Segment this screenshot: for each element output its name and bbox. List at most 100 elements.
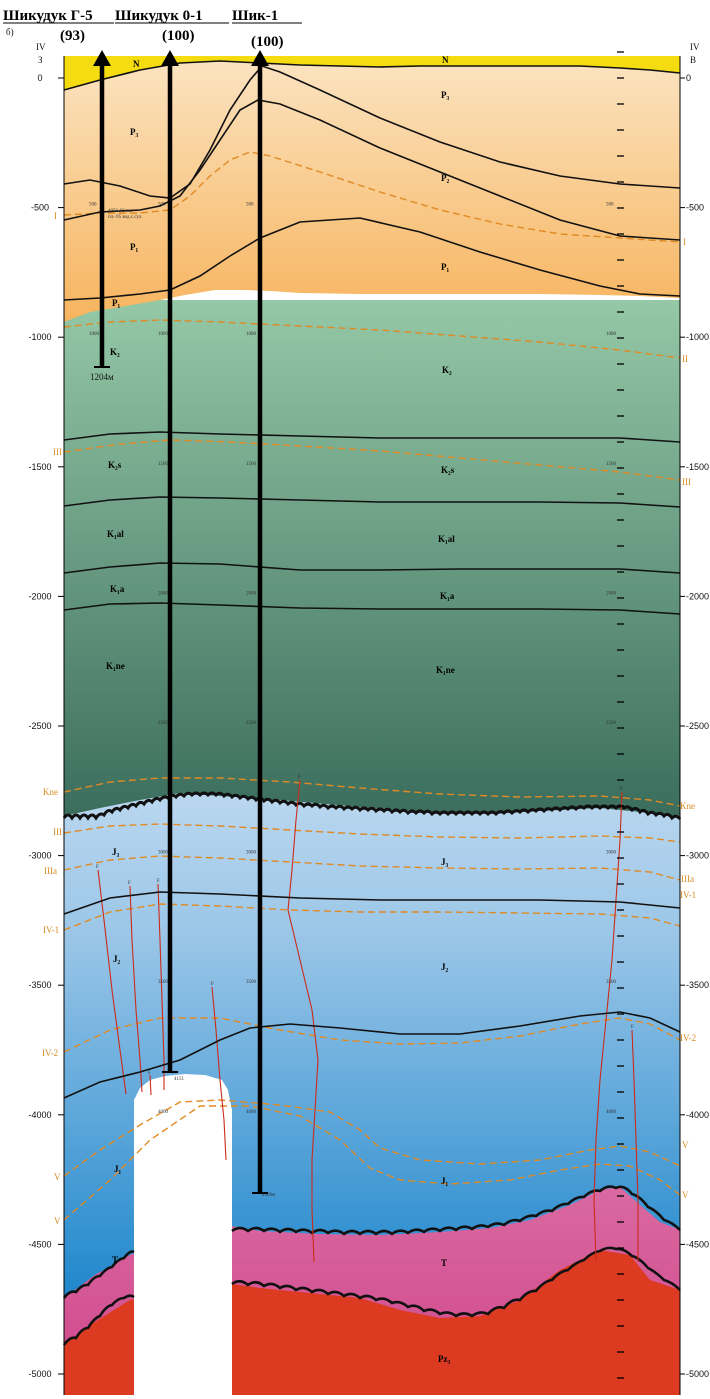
reflector-Kne [63, 777, 681, 807]
reflector-label-Kne-left: Kne [43, 787, 58, 797]
depth-label-right: 0 [686, 73, 691, 83]
fault-symbol: F [631, 1025, 634, 1030]
fault-6 [287, 779, 319, 1263]
layer-neogene [64, 56, 680, 90]
contact-K1al-top [63, 496, 681, 508]
well-o1-arrow-icon [161, 50, 179, 66]
reflector-IIIb [63, 823, 681, 843]
label-K1al-right: K₁al [438, 534, 455, 544]
label-T-right: T [441, 1258, 447, 1268]
reflector-V-lower [63, 1105, 681, 1221]
well-depth-mark-o1: 1000 [158, 332, 169, 337]
label-J3: J₃ [441, 857, 449, 867]
reflector-label-IV2-right: IV-2 [680, 1033, 696, 1043]
reflector-label-IV2-left: IV-2 [42, 1048, 58, 1058]
contact-K2s-top [63, 431, 681, 443]
well-g5-note-2: пл.-95 вод.с.сул. [108, 215, 142, 220]
well-depth-mark-o1: 1500 [158, 462, 169, 467]
label-J2: J₂ [441, 962, 449, 972]
depth-label-left: -5000 [28, 1369, 51, 1379]
well-g5-bottom-label: 1204м [90, 372, 114, 382]
depth-label-left: -2000 [28, 591, 51, 601]
right-tick-column [617, 51, 624, 1379]
label-K1a-right: K₁a [440, 591, 455, 601]
faults [97, 779, 639, 1263]
reflector-label-IV1-left: IV-1 [43, 925, 59, 935]
well-o1-bottom-label: 4151 [174, 1077, 185, 1082]
well-depth-mark-shik1: 1000 [246, 332, 257, 337]
well-depth-mark-shik1: 3000 [246, 851, 257, 856]
contact-J2-base [63, 1011, 681, 1099]
contact-P1-paleocene [63, 217, 681, 301]
well-depth-mark-shik1: 4000 [246, 1110, 257, 1115]
reflector-labels: I I II III III Kne Kne III IIIa IIIa IV-… [42, 211, 696, 1226]
panel-letter: б) [6, 27, 14, 37]
label-N-right: N [442, 55, 449, 65]
wells [93, 50, 624, 1379]
profile-right-direction: В [690, 55, 696, 65]
well-depth-mark-right: 3500 [606, 980, 617, 985]
well-number-shik1: (100) [251, 34, 284, 50]
depth-label-right: -1500 [686, 462, 709, 472]
label-J2-left: J₂ [113, 954, 121, 964]
profile-right-roman: IV [690, 42, 700, 52]
well-depth-mark-right: 2500 [606, 721, 617, 726]
reflector-label-II-right: II [682, 354, 688, 364]
unconformity-cretaceous-base [62, 791, 682, 821]
layer-cretaceous [64, 300, 680, 818]
reflector-I-cretaceous-top [63, 319, 681, 359]
fault-1 [97, 869, 127, 1095]
reflector-label-V-right: V [682, 1140, 689, 1150]
depth-label-right: -1000 [686, 332, 709, 342]
depth-label-right: -3000 [686, 851, 709, 861]
depth-label-right: -4000 [686, 1110, 709, 1120]
reflector-label-Vb-right: V [682, 1190, 689, 1200]
contact-J3-base [63, 891, 681, 915]
depth-label-right: -5000 [686, 1369, 709, 1379]
label-K2-right: K₂ [442, 365, 452, 375]
depth-label-left: -4500 [28, 1239, 51, 1249]
fault-symbol: F [620, 787, 623, 792]
reflector-V [63, 1099, 681, 1177]
depth-label-right: -500 [686, 203, 704, 213]
label-J3-left: J₃ [112, 847, 120, 857]
well-title-g5: Шикудук Г-5 [3, 8, 93, 24]
well-depth-mark-shik1: 500 [246, 203, 254, 208]
label-P1-left: P₁ [130, 242, 138, 252]
reflector-label-Kne-right: Kne [680, 801, 695, 811]
layer-paleogene [64, 61, 680, 322]
well-shik1-bottom-label: 4500м [262, 1193, 276, 1198]
fault-8 [631, 1029, 639, 1262]
fault-symbol: F [96, 865, 99, 870]
reflector-IIIa [63, 855, 681, 881]
reflector-label-IIIb-left: III [53, 827, 62, 837]
reflector-label-IIIa-left: IIIa [44, 866, 57, 876]
well-shik1-arrow-icon [251, 50, 269, 66]
label-P2-mid: P₂ [441, 173, 449, 183]
fault-3 [157, 883, 165, 1090]
reflector-IV-2 [63, 1017, 681, 1053]
fault-symbol: F [128, 881, 131, 886]
label-P1-right: P₁ [441, 262, 449, 272]
reflector-I-paleogene [63, 151, 681, 243]
white-intrusion [134, 1074, 232, 1399]
depth-label-left: -500 [31, 203, 49, 213]
well-depth-mark-o1: 3000 [158, 851, 169, 856]
label-T-left: T [112, 1255, 118, 1265]
label-P3-right: P₃ [441, 90, 449, 100]
well-annotations: 1204м 4151 4500м 4056-60 пл. пл.-95 вод.… [90, 209, 276, 1198]
depth-label-right: -2000 [686, 591, 709, 601]
label-P1-base: P₁ [112, 298, 120, 308]
well-g5-note-1: 4056-60 пл. [108, 209, 132, 214]
unconformities [62, 791, 682, 1346]
reflector-label-Vb-left: V [54, 1216, 61, 1226]
well-depth-mark-right: 2000 [606, 591, 617, 596]
reflector-III [63, 439, 681, 481]
well-depth-mark-shik1: 1500 [246, 462, 257, 467]
fault-5 [211, 986, 227, 1161]
well-depth-mark-right: 4000 [606, 1110, 617, 1115]
reflector-label-V-left: V [54, 1172, 61, 1182]
